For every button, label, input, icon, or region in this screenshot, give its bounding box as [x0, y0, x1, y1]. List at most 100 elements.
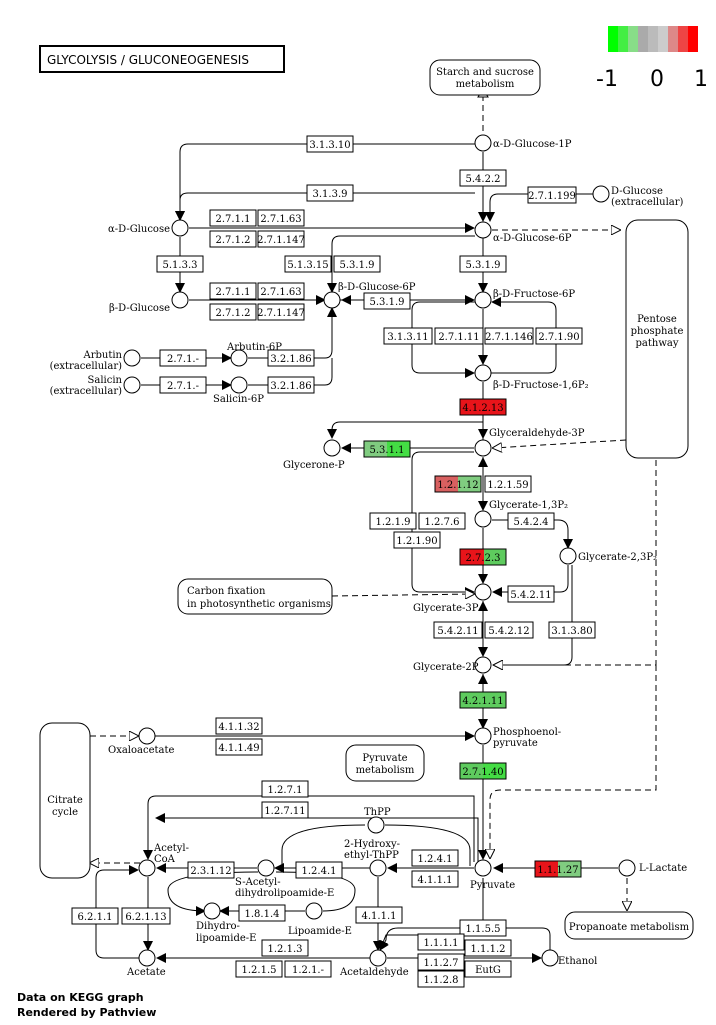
enzyme-4.1.1.1[interactable]: 4.1.1.1: [411, 870, 459, 888]
compound-glyceraldehyde-3p[interactable]: [474, 439, 492, 457]
compound-b-fructose-6p[interactable]: [474, 291, 492, 309]
enzyme-2.7.1.-[interactable]: 2.7.1.-: [159, 349, 207, 367]
map-pentose-phosphate[interactable]: Pentose phosphate pathway: [625, 219, 689, 459]
enzyme-1.1.1.2[interactable]: 1.1.1.2: [464, 939, 512, 957]
enzyme-4.1.2.13[interactable]: 4.1.2.13: [459, 398, 507, 416]
enzyme-1.2.7.11[interactable]: 1.2.7.11: [261, 801, 309, 819]
compound-acetyl-coa[interactable]: [138, 859, 156, 877]
enzyme-2.7.1.1[interactable]: 2.7.1.1: [209, 209, 257, 227]
map-citrate-cycle[interactable]: Citrate cycle: [39, 722, 91, 879]
enzyme-2.7.2.3[interactable]: 2.7.2.3: [459, 548, 507, 566]
compound-salicin-ext[interactable]: [123, 376, 141, 394]
compound-a-glucose-6p[interactable]: [474, 221, 492, 239]
compound-dihydrolipoamide[interactable]: [203, 902, 221, 920]
compound-salicin-6p[interactable]: [230, 376, 248, 394]
enzyme-2.7.1.199[interactable]: 2.7.1.199: [527, 186, 577, 204]
enzyme-5.1.3.3[interactable]: 5.1.3.3: [156, 255, 204, 273]
enzyme-1.2.4.1[interactable]: 1.2.4.1: [411, 849, 459, 867]
enzyme-2.7.1.40[interactable]: 2.7.1.40: [459, 762, 507, 780]
enzyme-3.1.3.10[interactable]: 3.1.3.10: [306, 135, 354, 153]
compound-l-lactate[interactable]: [618, 859, 636, 877]
enzyme-1.1.1.27[interactable]: 1.1.1.27: [534, 860, 582, 878]
enzyme-3.1.3.80[interactable]: 3.1.3.80: [548, 621, 596, 639]
enzyme-EutG[interactable]: EutG: [464, 960, 512, 978]
enzyme-5.1.3.15[interactable]: 5.1.3.15: [284, 255, 332, 273]
enzyme-5.4.2.4[interactable]: 5.4.2.4: [507, 512, 555, 530]
compound-glycerate-13p2[interactable]: [474, 510, 492, 528]
enzyme-2.7.1.63[interactable]: 2.7.1.63: [257, 209, 305, 227]
enzyme-3.2.1.86[interactable]: 3.2.1.86: [267, 376, 315, 394]
enzyme-2.3.1.12[interactable]: 2.3.1.12: [187, 861, 235, 879]
enzyme-1.1.5.5[interactable]: 1.1.5.5: [459, 919, 507, 937]
compound-hydroxyethyl-thpp[interactable]: [369, 859, 387, 877]
enzyme-2.7.1.2[interactable]: 2.7.1.2: [209, 303, 257, 321]
enzyme-label: 1.2.1.5: [242, 965, 277, 976]
compound-b-glucose[interactable]: [171, 291, 189, 309]
enzyme-3.2.1.86[interactable]: 3.2.1.86: [267, 349, 315, 367]
compound-b-glucose-6p[interactable]: [323, 291, 341, 309]
enzyme-1.1.2.8[interactable]: 1.1.2.8: [417, 970, 465, 988]
enzyme-2.7.1.2[interactable]: 2.7.1.2: [209, 230, 257, 248]
compound-lipoamide[interactable]: [305, 902, 323, 920]
enzyme-1.2.7.6[interactable]: 1.2.7.6: [418, 512, 466, 530]
enzyme-1.2.1.12[interactable]: 1.2.1.12: [434, 475, 482, 493]
enzyme-5.4.2.11[interactable]: 5.4.2.11: [433, 621, 483, 639]
compound-glycerate-23p2[interactable]: [559, 547, 577, 565]
compound-pep[interactable]: [474, 727, 492, 745]
compound-d-glucose-ext[interactable]: [592, 185, 610, 203]
enzyme-2.7.1.147[interactable]: 2.7.1.147: [257, 230, 305, 248]
map-starch-sucrose[interactable]: Starch and sucrose metabolism: [429, 59, 541, 96]
compound-a-glucose[interactable]: [171, 219, 189, 237]
compound-oxaloacetate[interactable]: [138, 727, 156, 745]
compound-acetaldehyde[interactable]: [369, 949, 387, 967]
enzyme-4.1.1.49[interactable]: 4.1.1.49: [215, 738, 263, 756]
compound-pyruvate[interactable]: [474, 859, 492, 877]
map-carbon-fixation[interactable]: Carbon fixation in photosynthetic organi…: [177, 578, 333, 615]
compound-acetate[interactable]: [138, 949, 156, 967]
enzyme-6.2.1.13[interactable]: 6.2.1.13: [121, 907, 171, 925]
enzyme-1.2.1.5[interactable]: 1.2.1.5: [235, 960, 283, 978]
compound-b-fructose-16p2[interactable]: [474, 364, 492, 382]
enzyme-2.7.1.1[interactable]: 2.7.1.1: [209, 282, 257, 300]
enzyme-5.3.1.9[interactable]: 5.3.1.9: [459, 255, 507, 273]
enzyme-5.4.2.2[interactable]: 5.4.2.2: [459, 169, 507, 187]
enzyme-4.1.1.1[interactable]: 4.1.1.1: [355, 906, 403, 924]
enzyme-1.2.1.-[interactable]: 1.2.1.-: [284, 960, 332, 978]
enzyme-1.2.7.1[interactable]: 1.2.7.1: [261, 780, 309, 798]
enzyme-1.8.1.4[interactable]: 1.8.1.4: [238, 904, 286, 922]
map-propanoate[interactable]: Propanoate metabolism: [564, 911, 694, 940]
enzyme-6.2.1.1[interactable]: 6.2.1.1: [71, 907, 119, 925]
compound-arbutin-6p[interactable]: [230, 349, 248, 367]
enzyme-5.3.1.9[interactable]: 5.3.1.9: [363, 292, 411, 310]
map-pyruvate-metabolism[interactable]: Pyruvate metabolism: [345, 744, 425, 782]
enzyme-1.2.1.90[interactable]: 1.2.1.90: [393, 531, 441, 549]
enzyme-2.7.1.147[interactable]: 2.7.1.147: [257, 303, 305, 321]
compound-ethanol[interactable]: [541, 949, 559, 967]
enzyme-2.7.1.90[interactable]: 2.7.1.90: [535, 327, 583, 345]
compound-glycerate-2p[interactable]: [474, 656, 492, 674]
enzyme-1.2.1.59[interactable]: 1.2.1.59: [484, 475, 532, 493]
enzyme-1.1.2.7[interactable]: 1.1.2.7: [417, 953, 465, 971]
enzyme-4.2.1.11[interactable]: 4.2.1.11: [459, 691, 507, 709]
enzyme-1.1.1.1[interactable]: 1.1.1.1: [417, 933, 465, 951]
enzyme-1.2.1.3[interactable]: 1.2.1.3: [261, 939, 309, 957]
enzyme-4.1.1.32[interactable]: 4.1.1.32: [215, 717, 263, 735]
compound-glycerate-3p[interactable]: [474, 583, 492, 601]
enzyme-3.1.3.9[interactable]: 3.1.3.9: [306, 184, 354, 202]
enzyme-2.7.1.63[interactable]: 2.7.1.63: [257, 282, 305, 300]
enzyme-5.3.1.9[interactable]: 5.3.1.9: [333, 255, 381, 273]
compound-thpp[interactable]: [367, 816, 385, 834]
enzyme-1.2.4.1[interactable]: 1.2.4.1: [295, 861, 343, 879]
enzyme-3.1.3.11[interactable]: 3.1.3.11: [383, 327, 433, 345]
compound-glycerone-p[interactable]: [323, 439, 341, 457]
enzyme-2.7.1.146[interactable]: 2.7.1.146: [484, 327, 534, 345]
enzyme-5.4.2.11[interactable]: 5.4.2.11: [507, 585, 555, 603]
enzyme-1.2.1.9[interactable]: 1.2.1.9: [369, 512, 417, 530]
compound-arbutin-ext[interactable]: [123, 349, 141, 367]
enzyme-2.7.1.11[interactable]: 2.7.1.11: [434, 327, 484, 345]
enzyme-2.7.1.-[interactable]: 2.7.1.-: [159, 376, 207, 394]
compound-s-acetyl-dihydrolipoamide[interactable]: [257, 859, 275, 877]
enzyme-5.4.2.12[interactable]: 5.4.2.12: [484, 621, 534, 639]
compound-a-glucose-1p[interactable]: [474, 134, 492, 152]
enzyme-5.3.1.1[interactable]: 5.3.1.1: [363, 440, 411, 458]
